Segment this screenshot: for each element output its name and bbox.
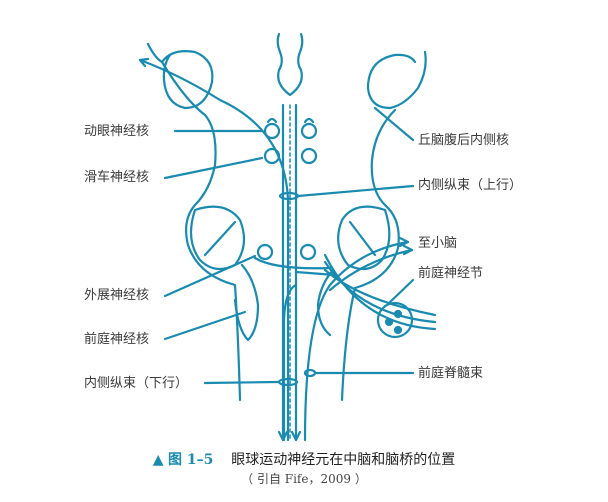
- label-abducens-nucleus: 外展神经核: [84, 288, 150, 303]
- figure-source: （ 引自 Fife，2009 ）: [241, 472, 367, 486]
- label-mlf-ascending: 内侧纵束（上行）: [418, 178, 523, 193]
- label-vestibular-nucleus: 前庭神经核: [84, 332, 150, 347]
- label-mlf-descending: 内侧纵束（下行）: [84, 376, 189, 391]
- label-to-cerebellum: 至小脑: [418, 236, 458, 251]
- figure-caption: ▲ 图 1–5 眼球运动神经元在中脑和脑桥的位置: [0, 449, 608, 469]
- label-oculomotor-nucleus: 动眼神经核: [84, 124, 150, 139]
- figure-title: 眼球运动神经元在中脑和脑桥的位置: [231, 452, 456, 468]
- label-trochlear-nucleus: 滑车神经核: [84, 170, 150, 185]
- triangle-marker-icon: ▲: [152, 452, 164, 468]
- label-vestibulospinal-tract: 前庭脊髓束: [418, 366, 484, 381]
- figure-number: 图 1–5: [168, 452, 214, 468]
- label-vestibular-ganglion: 前庭神经节: [418, 266, 484, 281]
- label-rimlf: 丘脑腹后内侧核: [418, 133, 510, 148]
